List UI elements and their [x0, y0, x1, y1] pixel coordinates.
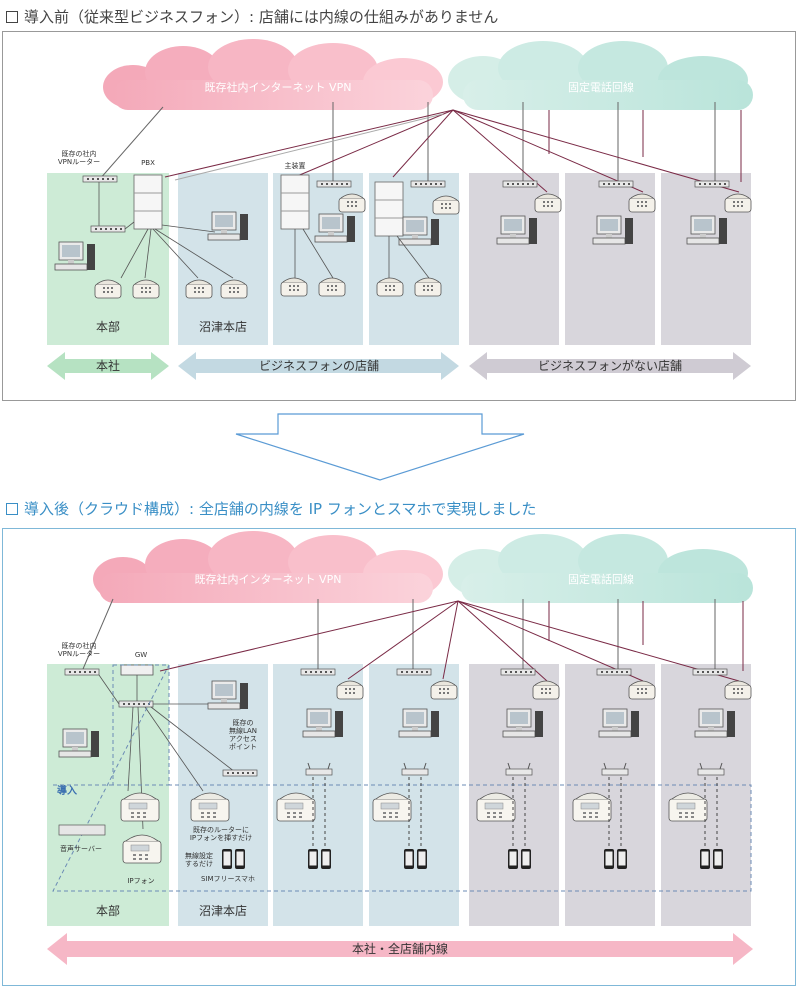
phone-icon — [338, 193, 366, 213]
business-store-arrow — [178, 352, 459, 380]
hub-icon — [90, 225, 126, 233]
fixed-line-cloud-label: 固定電話回線 — [568, 80, 634, 94]
pc-icon — [496, 215, 538, 245]
vpn-cloud — [93, 531, 443, 603]
honbu-label: 本部 — [96, 319, 120, 334]
intro-boundary — [52, 664, 752, 892]
ip-phone-icon — [122, 834, 162, 864]
phone-icon — [414, 277, 442, 297]
transition-arrow — [235, 413, 525, 481]
after-title-text: 導入後（クラウド構成）: 全店舗の内線を IP フォンとスマホで実現しました — [24, 500, 537, 518]
phone-icon — [132, 279, 160, 299]
phone-icon — [94, 279, 122, 299]
checkbox-icon — [6, 10, 18, 23]
pc-icon — [54, 241, 96, 271]
fixed-line-cloud — [448, 41, 753, 110]
no-business-arrow — [469, 352, 751, 380]
before-title: 導入前（従来型ビジネスフォン）: 店舗には内線の仕組みがありません — [6, 6, 498, 27]
down-arrow-icon — [235, 413, 525, 481]
pc-icon — [314, 213, 356, 243]
pc-icon — [58, 728, 100, 758]
vpn-cloud — [103, 39, 443, 110]
ip-phone-icon — [120, 792, 160, 822]
network-lines — [82, 598, 716, 671]
store-area — [469, 664, 559, 926]
all-store-arrow — [47, 933, 753, 965]
pc-icon — [398, 216, 440, 246]
all-store-arrow-label: 本社・全店舗内線 — [352, 941, 448, 956]
ip-phone-icon — [190, 792, 230, 822]
phone-lines — [159, 600, 744, 682]
after-title: 導入後（クラウド構成）: 全店舗の内線を IP フォンとスマホで実現しました — [6, 498, 536, 519]
business-store-arrow-label: ビジネスフォンの店舗 — [259, 359, 379, 373]
router-icon — [694, 180, 730, 188]
honsha-arrow-label: 本社 — [96, 358, 120, 373]
router-icon — [316, 180, 352, 188]
sim-label: SIMフリースマホ — [201, 875, 255, 883]
phone-icon — [318, 277, 346, 297]
router-icon — [502, 180, 538, 188]
fixed-line-cloud — [448, 534, 753, 603]
phone-icon — [432, 195, 460, 215]
vpn-cloud-label: 既存社内インターネット VPN — [205, 80, 352, 94]
store-area — [565, 664, 655, 926]
pc-icon — [207, 680, 249, 710]
vpn-router-icon — [64, 668, 100, 676]
pc-icon — [592, 215, 634, 245]
phone-icon — [724, 193, 752, 213]
voice-server-label: 音声サーバー — [60, 844, 102, 853]
store-area — [661, 664, 751, 926]
phone-icon — [534, 193, 562, 213]
phone-icon — [185, 279, 213, 299]
phone-icon — [220, 279, 248, 299]
fixed-line-cloud-label: 固定電話回線 — [568, 572, 634, 586]
pc-icon — [686, 215, 728, 245]
router-icon — [410, 180, 446, 188]
phone-lines — [164, 109, 742, 193]
before-title-text: 導入前（従来型ビジネスフォン）: 店舗には内線の仕組みがありません — [24, 8, 499, 26]
main-unit-icon — [280, 174, 310, 230]
gateway-icon — [120, 664, 154, 676]
pc-icon — [207, 211, 249, 241]
main-unit-label: 主装置 — [285, 161, 306, 170]
numazu-label: 沼津本店 — [199, 320, 247, 334]
numazu-label: 沼津本店 — [199, 904, 247, 918]
phone-icon — [628, 193, 656, 213]
no-business-arrow-label: ビジネスフォンがない店舗 — [538, 358, 682, 373]
pbx-icon — [133, 174, 163, 230]
honbu-label: 本部 — [96, 903, 120, 918]
gw-label: GW — [135, 651, 147, 659]
voice-server-icon — [58, 824, 106, 836]
main-unit-icon — [374, 181, 404, 237]
hub-icon — [118, 700, 154, 708]
phone-icon — [280, 277, 308, 297]
phone-icon — [376, 277, 404, 297]
intro-label: 導入 — [57, 784, 77, 797]
checkbox-icon — [6, 502, 18, 515]
vpn-cloud-label: 既存社内インターネット VPN — [195, 572, 342, 586]
network-lines — [98, 102, 716, 182]
numazu-area — [178, 173, 268, 345]
vpn-router-icon — [82, 175, 118, 183]
honsha-arrow — [47, 352, 169, 380]
router-icon — [598, 180, 634, 188]
pbx-label: PBX — [141, 159, 155, 167]
router-icon — [222, 769, 258, 777]
wireless-note: 無線設定するだけ — [185, 851, 213, 868]
ip-phone-label: IPフォン — [127, 877, 154, 885]
